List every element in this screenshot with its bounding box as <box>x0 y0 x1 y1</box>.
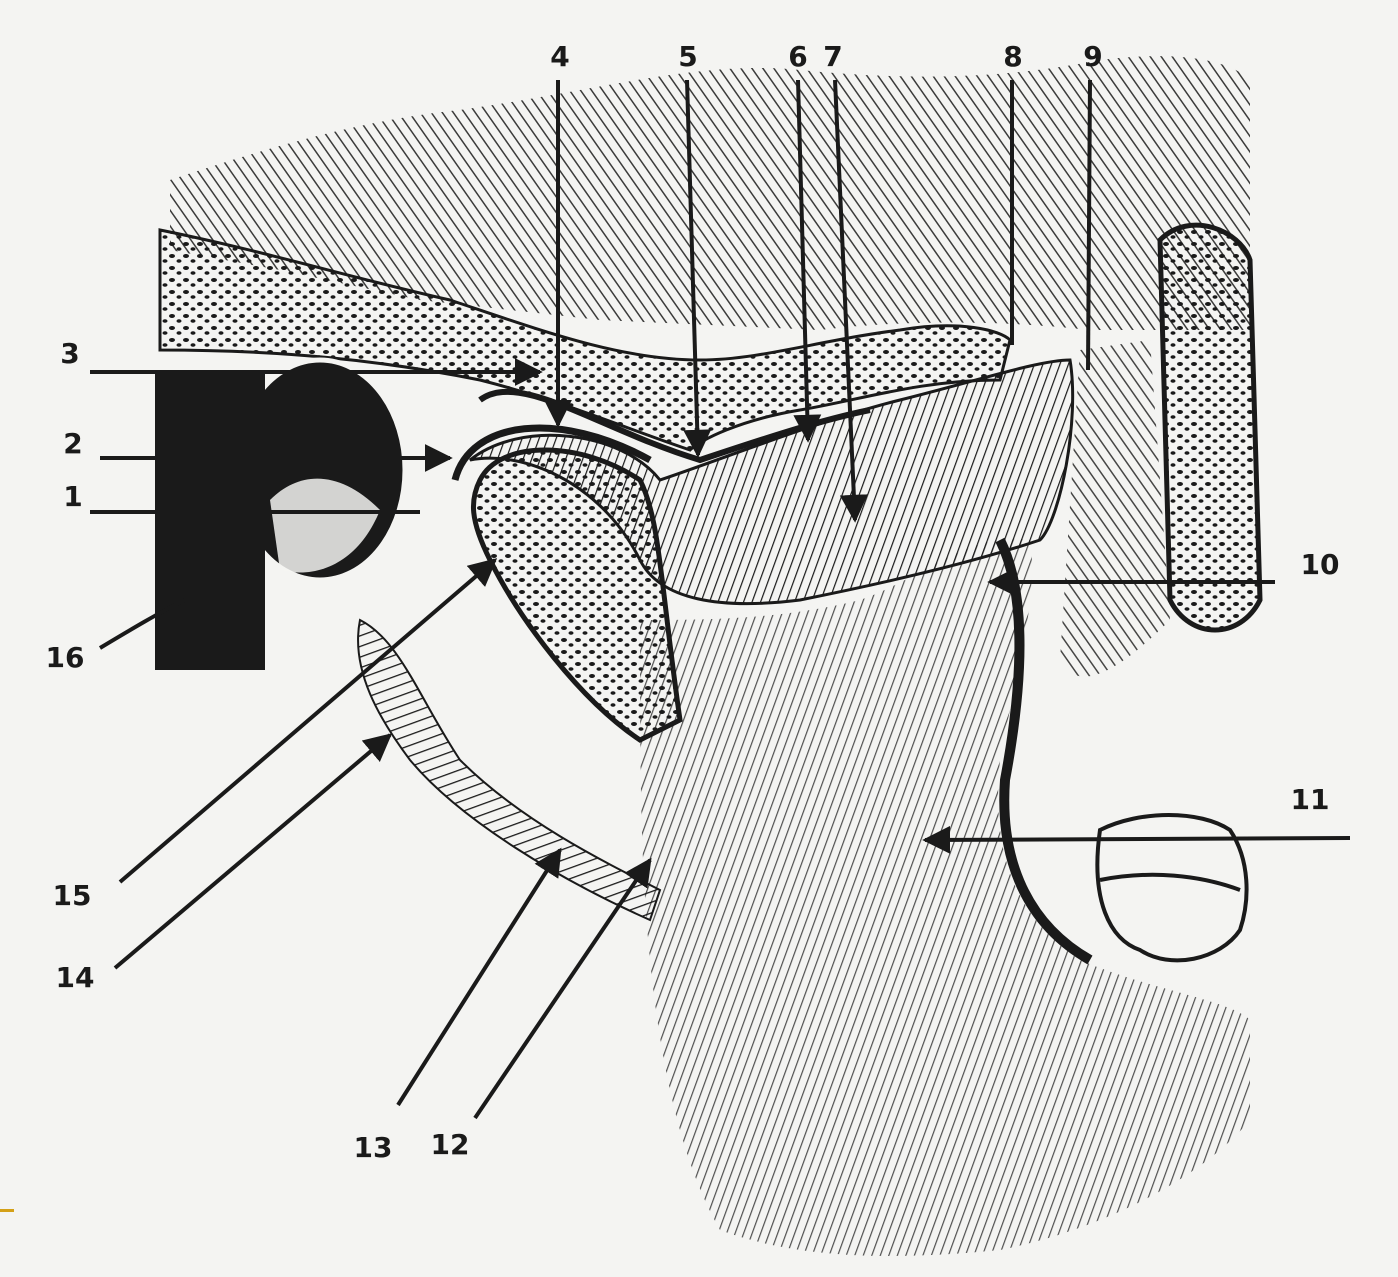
callout-number-4: 4 <box>550 43 569 71</box>
zygomatic-column <box>1160 225 1260 630</box>
callout-number-8: 8 <box>1003 43 1022 71</box>
callout-number-15: 15 <box>53 882 92 910</box>
callout-number-13: 13 <box>354 1134 393 1162</box>
callout-number-14: 14 <box>56 964 95 992</box>
callout-number-5: 5 <box>678 43 697 71</box>
callout-number-3: 3 <box>60 340 79 368</box>
callout-number-1: 1 <box>63 483 82 511</box>
left-dark-soft-tissue <box>155 370 265 670</box>
callout-number-10: 10 <box>1301 551 1340 579</box>
callout-number-9: 9 <box>1083 43 1102 71</box>
callout-number-12: 12 <box>431 1131 470 1159</box>
callout-number-6: 6 <box>788 43 807 71</box>
callout-number-16: 16 <box>46 644 85 672</box>
orange-accent-mark <box>0 1209 14 1212</box>
callout-number-7: 7 <box>823 43 842 71</box>
callout-number-2: 2 <box>63 430 82 458</box>
callout-number-11: 11 <box>1291 786 1330 814</box>
